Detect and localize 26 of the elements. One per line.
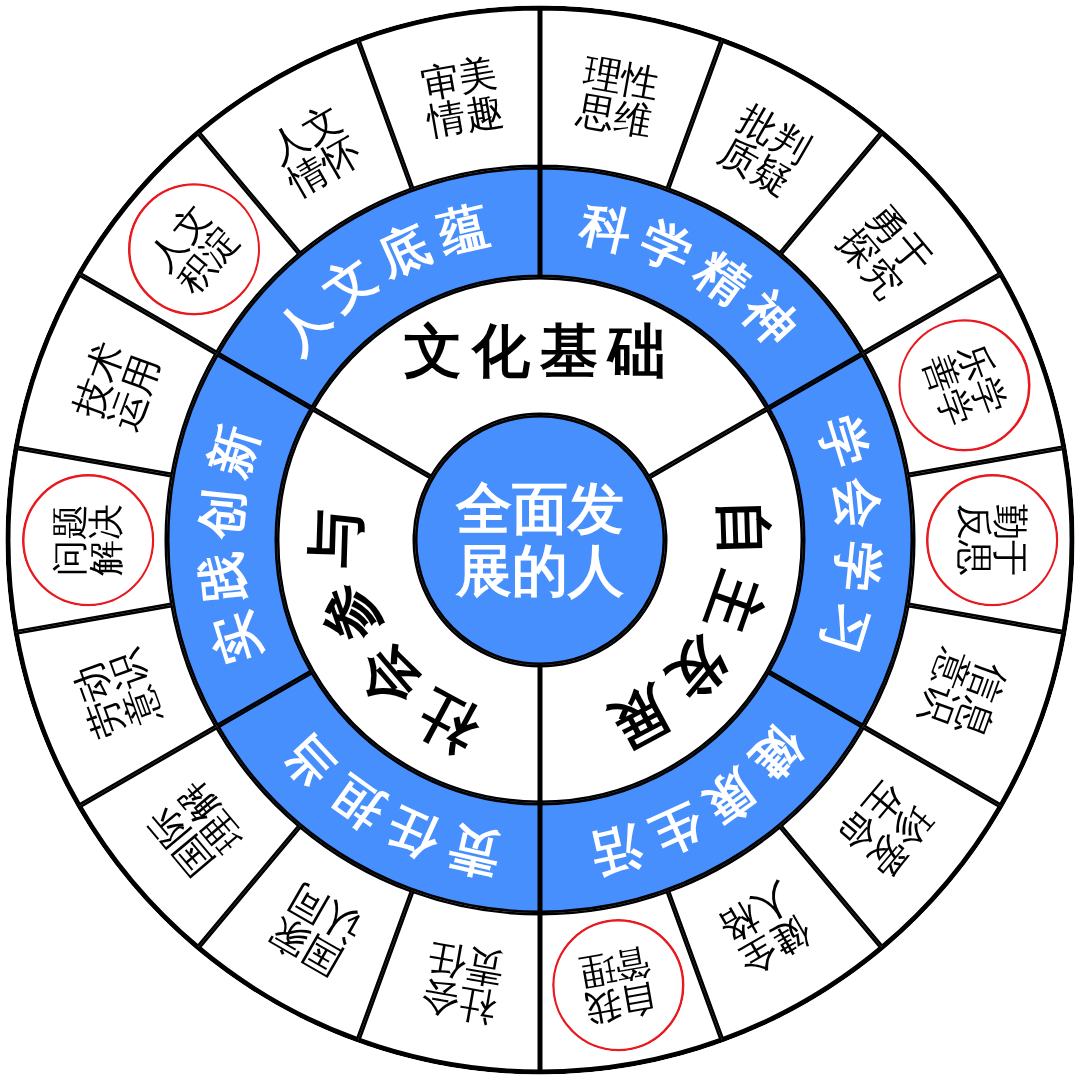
circle-label: 问题解决	[52, 503, 124, 577]
segment-label: 国际理解	[141, 775, 250, 884]
segment-label: 人文情怀	[262, 98, 368, 203]
highlight-circle	[552, 918, 685, 1052]
segment-label: 信息意识	[914, 644, 1012, 744]
segment-label: 健全人格	[712, 877, 818, 982]
segment-label: 技术运用	[68, 336, 166, 436]
circle-label: 勤于反思	[956, 503, 1028, 577]
highlight-circle	[21, 473, 155, 607]
segment-label: 珍爱生命	[830, 775, 939, 884]
highlight-circle	[127, 183, 260, 316]
outer-ring-segment	[357, 5, 540, 190]
segment-label: 劳动意识	[68, 644, 166, 744]
segment-label: 学会学习	[808, 409, 890, 671]
segment-label: 批判质疑	[712, 98, 818, 203]
circle-label: 自我管理	[576, 943, 661, 1027]
segment-label: 国家认同	[262, 877, 368, 982]
segment-label: 社会责任	[417, 939, 507, 1028]
highlight-circle	[898, 319, 1031, 452]
segment-label: 审美情趣	[417, 52, 507, 141]
segment-label: 勇于探究	[830, 196, 939, 305]
segment-label: 理性思维	[573, 52, 663, 141]
segment-label: 实践创新	[190, 409, 272, 671]
circle-label: 乐学善学	[918, 338, 1012, 432]
circle-label: 人文积淀	[142, 198, 245, 301]
highlight-circle	[925, 473, 1059, 607]
